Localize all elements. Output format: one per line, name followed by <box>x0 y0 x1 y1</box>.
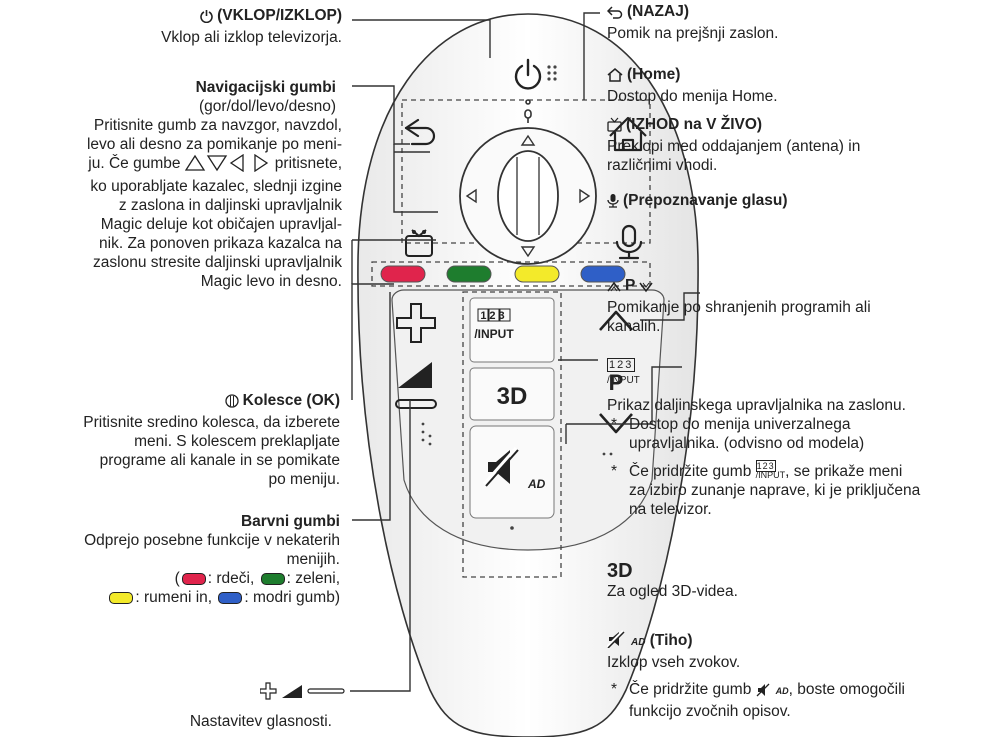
power-title: (VKLOP/IZKLOP) <box>217 7 342 24</box>
color-buttons-section: Barvni gumbi Odprejo posebne funkcije v … <box>84 513 340 606</box>
nav-left-icon <box>465 188 477 204</box>
home-icon <box>607 68 623 87</box>
voice-button[interactable] <box>615 224 643 260</box>
leader-lines <box>350 12 700 692</box>
back-button[interactable] <box>404 118 436 146</box>
power-desc: Vklop ali izklop televizorja. <box>161 29 342 46</box>
input-digits-icon: 123 <box>607 358 636 372</box>
back-icon <box>606 5 623 24</box>
program-label: P <box>609 370 624 395</box>
live-tv-button[interactable] <box>405 229 433 257</box>
mute-button[interactable]: AD <box>469 425 555 530</box>
blue-pill-icon <box>218 591 243 604</box>
live-section: (IZHOD na V ŽIVO) Preklopi med oddajanje… <box>607 116 861 174</box>
wheel-section: Kolesce (OK) Pritisnite sredino kolesca,… <box>83 392 340 488</box>
yellow-pill-icon <box>109 591 134 604</box>
live-tv-icon <box>607 117 622 137</box>
arrow-buttons-icon <box>184 153 271 177</box>
volume-icon <box>398 362 432 388</box>
wheel-icon <box>225 394 239 413</box>
volume-up-button[interactable] <box>396 303 436 343</box>
svg-text:3D: 3D <box>497 383 528 410</box>
navigation-wheel[interactable] <box>459 127 597 265</box>
nav-right-icon <box>579 188 591 204</box>
red-pill-icon <box>181 572 206 585</box>
yellow-button[interactable] <box>514 265 560 283</box>
home-section: (Home) Dostop do menija Home. <box>607 66 778 105</box>
home-button[interactable] <box>609 116 647 152</box>
back-section: (NAZAJ) Pomik na prejšnji zaslon. <box>606 3 779 42</box>
nav-title: Navigacijski gumbi <box>195 79 336 96</box>
3d-label: 3D <box>607 560 633 582</box>
mic-icon <box>607 193 619 213</box>
mute-inline-icon <box>756 683 772 702</box>
volume-icons <box>259 682 348 705</box>
program-up-button[interactable] <box>599 310 633 331</box>
green-pill-icon <box>260 572 285 585</box>
mute-section: AD (Tiho) Izklop vseh zvokov. * Če pridr… <box>606 630 905 720</box>
power-button[interactable] <box>514 58 542 90</box>
navigation-section: Navigacijski gumbi (gor/dol/levo/desno) <box>6 78 336 116</box>
mic-indicator-icon <box>524 99 532 123</box>
navigation-desc: Pritisnite gumb za navzgor, navzdol, lev… <box>86 117 342 290</box>
volume-desc: Nastavitev glasnosti. <box>189 713 332 730</box>
input-button[interactable]: 123 /INPUT <box>469 297 555 363</box>
volume-down-button[interactable] <box>395 399 437 409</box>
3d-button[interactable]: 3D <box>469 367 555 421</box>
svg-text:AD: AD <box>527 477 546 491</box>
chevron-up-icon <box>607 279 621 298</box>
voice-section: (Prepoznavanje glasu) <box>607 191 992 213</box>
input-label-text: /INPUT <box>607 375 640 386</box>
program-section: P Pomikanje po shranjenih programih ali … <box>607 277 871 335</box>
program-down-button[interactable] <box>599 413 633 434</box>
power-section: (VKLOP/IZKLOP) Vklop ali izklop televizo… <box>12 6 342 47</box>
input-digits: 123 <box>480 310 507 322</box>
chevron-down-icon <box>639 279 653 298</box>
green-button[interactable] <box>446 265 492 283</box>
mic-holes-icon <box>547 65 557 81</box>
blue-button[interactable] <box>580 265 626 283</box>
input-label: /INPUT <box>474 327 514 341</box>
threed-section: 3D Za ogled 3D-videa. <box>607 560 992 601</box>
nav-up-icon <box>520 134 536 146</box>
power-icon <box>200 9 213 28</box>
nav-subtitle: (gor/dol/levo/desno) <box>199 98 336 115</box>
nav-down-icon <box>520 246 536 258</box>
mute-icon <box>606 630 627 653</box>
red-button[interactable] <box>380 265 426 283</box>
input-section: 123 /INPUT Prikaz daljinskega upravljaln… <box>607 358 921 518</box>
